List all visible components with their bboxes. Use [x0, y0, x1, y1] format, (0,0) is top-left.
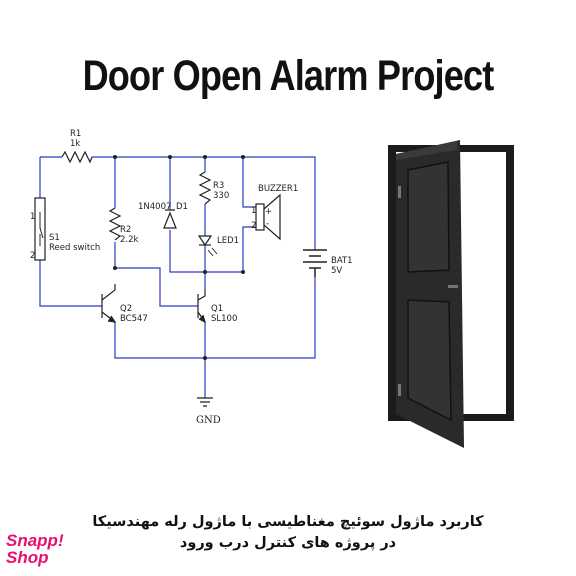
r3-ref: R3 [213, 181, 224, 191]
buzzer-plus: + [265, 207, 272, 217]
d1-part: 1N4007 [138, 202, 171, 212]
r2-ref: R2 [120, 225, 131, 235]
bat1-value: 5V [331, 266, 342, 276]
logo-line1: Snapp! [6, 531, 64, 550]
junction-dots [113, 155, 245, 360]
buzzer-pin1: 1 [251, 206, 256, 216]
r2-value: 2.2k [120, 235, 139, 245]
buzzer-pin2: 2 [251, 221, 256, 231]
ground-symbol: GND [196, 397, 221, 426]
caption-line2: در پروژه های کنترل درب ورود [179, 535, 397, 551]
caption-line1: کاربرد ماژول سوئیچ مغناطیسی با ماژول رله… [92, 514, 484, 530]
bat1-ref: BAT1 [331, 256, 353, 266]
resistor-r2: R2 2.2k [108, 207, 139, 245]
battery-bat1: BAT1 5V [303, 249, 353, 277]
r3-value: 330 [213, 191, 229, 201]
s1-value: Reed switch [49, 243, 100, 253]
s1-pin2: 2 [30, 251, 35, 261]
snapp-shop-logo: Snapp! Shop [6, 532, 72, 572]
buzzer-icon: BUZZER1 1 2 + - [251, 184, 298, 241]
resistor-r3: R3 330 [198, 171, 229, 205]
circuit-wires [39, 156, 316, 398]
led1-ref: LED1 [217, 236, 239, 246]
buzzer-minus: - [266, 219, 269, 229]
reed-switch-s1: 1 2 S1 Reed switch [30, 197, 100, 261]
q2-ref: Q2 [120, 304, 132, 314]
caption: کاربرد ماژول سوئیچ مغناطیسی با ماژول رله… [60, 512, 516, 554]
door-icon [388, 140, 514, 448]
q1-value: SL100 [211, 314, 237, 324]
resistor-r1: R1 1k [61, 129, 93, 164]
diode-d1: 1N4007 D1 [138, 202, 188, 229]
r1-ref: R1 [70, 129, 81, 139]
gnd-label: GND [196, 415, 221, 426]
s1-pin1: 1 [30, 212, 35, 222]
s1-ref: S1 [49, 233, 60, 243]
q2-value: BC547 [120, 314, 148, 324]
r1-value: 1k [70, 139, 80, 149]
logo-line2: Shop [6, 548, 49, 567]
q1-ref: Q1 [211, 304, 223, 314]
d1-ref: D1 [176, 202, 188, 212]
transistor-q1: Q1 SL100 [197, 290, 237, 324]
buzzer-ref: BUZZER1 [258, 184, 298, 194]
led-led1: LED1 [197, 235, 239, 257]
transistor-q2: Q2 BC547 [101, 284, 148, 324]
page-title: Door Open Alarm Project [82, 52, 495, 100]
